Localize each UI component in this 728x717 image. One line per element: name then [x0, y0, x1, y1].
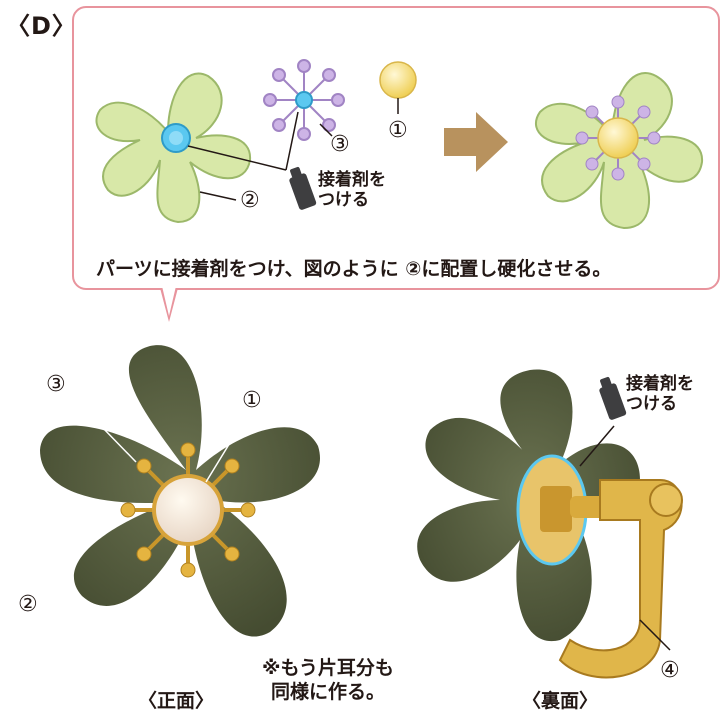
glue-label: 接着剤を つける — [318, 170, 386, 210]
label-stamen-photo: ③ — [46, 372, 66, 397]
label-pearl: ① — [388, 118, 408, 143]
pearl — [156, 478, 220, 542]
glue-tube-icon — [599, 376, 627, 420]
back-caption: 〈裏面〉 — [522, 690, 599, 712]
stamen-part-illustration — [263, 59, 345, 141]
front-photo — [40, 345, 321, 637]
leader-lines — [187, 111, 333, 201]
label-flower-photo: ② — [18, 592, 38, 617]
result-illustration — [534, 72, 704, 230]
process-arrow — [444, 112, 508, 172]
label-flower: ② — [240, 188, 260, 213]
flower-part-illustration — [95, 72, 252, 224]
back-photo — [417, 369, 683, 679]
glue-label-back: 接着剤を つける — [626, 374, 694, 414]
note-text: ※もう片耳分も 同様に作る。 — [262, 657, 394, 703]
label-stamen: ③ — [330, 132, 350, 157]
instruction-text: パーツに接着剤をつけ、図のように ②に配置し硬化させる。 — [96, 258, 612, 280]
glue-tube-icon — [289, 166, 317, 210]
front-caption: 〈正面〉 — [138, 690, 215, 712]
glue-dot-stamen — [295, 91, 313, 109]
label-pearl-photo: ① — [242, 388, 262, 413]
section-label: 〈D〉 — [6, 12, 77, 40]
pearl-part-illustration — [379, 61, 417, 114]
label-clip-photo: ④ — [660, 658, 680, 683]
